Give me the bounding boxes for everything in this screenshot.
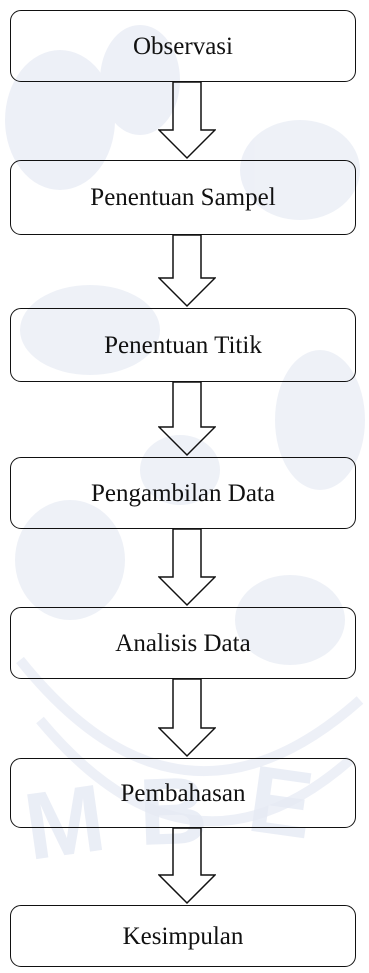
step-penentuan-titik: Penentuan Titik [10,308,356,382]
step-pembahasan: Pembahasan [10,758,356,828]
hollow-down-arrow-icon [158,235,216,308]
step-penentuan-sampel: Penentuan Sampel [10,160,356,235]
hollow-down-arrow-icon [158,382,216,457]
step-pengambilan-data: Pengambilan Data [10,457,356,529]
step-analisis-data: Analisis Data [10,607,356,679]
step-kesimpulan: Kesimpulan [10,905,356,967]
hollow-down-arrow-icon [158,82,216,160]
step-observasi: Observasi [10,10,356,82]
hollow-down-arrow-icon [158,679,216,758]
hollow-down-arrow-icon [158,529,216,607]
hollow-down-arrow-icon [158,828,216,905]
